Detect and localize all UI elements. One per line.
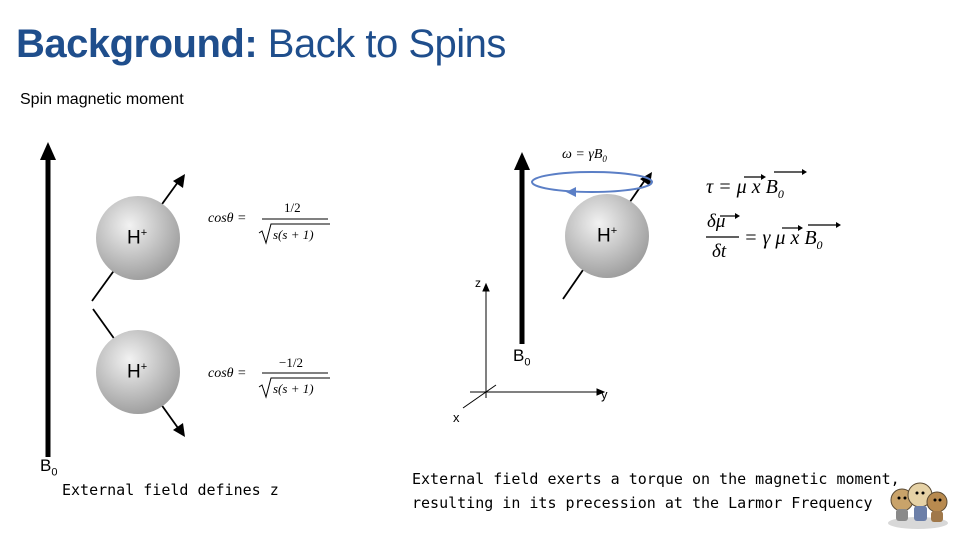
right-sphere [565,194,649,278]
right-eq-decorations [706,169,841,238]
right-caption-line2: resulting in its precession at the Larmo… [412,494,873,512]
coordinate-axes [462,282,606,409]
left-field-arrow [40,142,56,457]
right-spin [531,171,653,300]
axis-x-label: x [453,410,460,425]
left-h-label-top: H+ [127,227,148,249]
eq2-lhs: cosθ = [208,366,247,381]
eq1-lhs: cosθ = [208,211,247,226]
title-rest: Back to Spins [257,22,507,66]
eq2-denominator: s(s + 1) [273,381,314,396]
axis-z-label: z [475,276,481,290]
eq1-denominator: s(s + 1) [273,227,314,242]
deriv-numerator: δμ [707,211,726,232]
right-field-arrow [514,152,530,344]
right-caption-line1: External field exerts a torque on the ma… [412,470,900,488]
larmor-equation: ω = γB0 [562,147,607,164]
left-sphere-top [96,196,180,280]
left-caption: External field defines z [62,481,279,499]
torque-equation: τ = μ x B0 [706,176,784,201]
left-spin-up [91,174,185,302]
deriv-rhs: = γ μ x B0 [744,227,823,252]
precession-direction-arrow [566,187,576,197]
deriv-denominator: δt [712,241,727,262]
left-sphere-bottom [96,330,180,414]
right-b0-label: B0 [513,346,531,369]
right-h-label: H+ [597,225,618,247]
axis-y-label: y [601,387,608,402]
left-h-label-bottom: H+ [127,361,148,383]
left-eq-fraction-lines [258,218,330,399]
precession-ring [531,171,653,193]
left-b0-label: B0 [40,456,58,479]
slide-title: Background: Back to Spins [16,22,506,67]
eq2-numerator: −1/2 [279,355,303,370]
left-spin-down [92,308,185,437]
subtitle: Spin magnetic moment [20,91,184,108]
eq1-numerator: 1/2 [284,200,301,215]
title-bold: Background: [16,22,258,66]
